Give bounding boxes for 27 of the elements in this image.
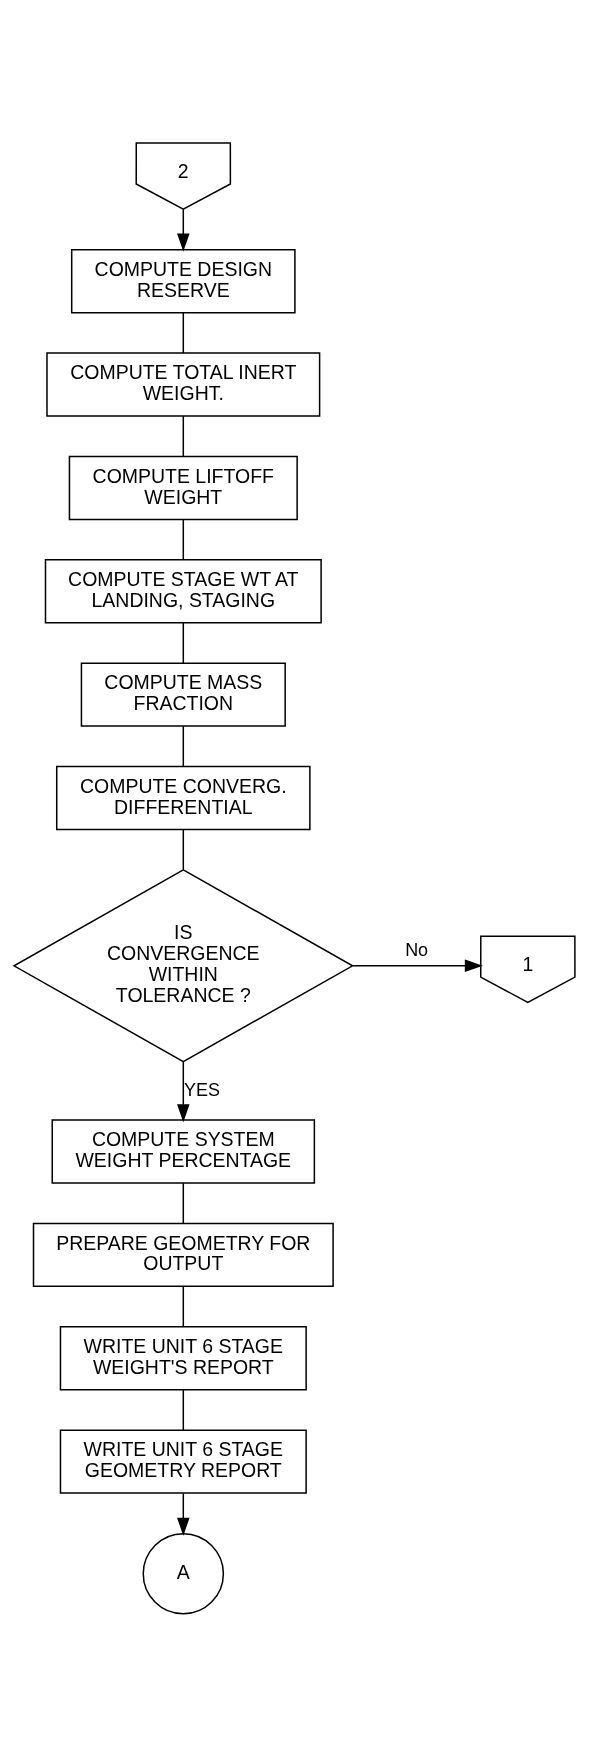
edge-label: No xyxy=(405,940,429,961)
connector xyxy=(182,829,185,871)
node-box: COMPUTE STAGE WT AT LANDING, STAGING xyxy=(44,559,322,624)
connector xyxy=(182,1285,185,1328)
connector xyxy=(182,725,185,768)
node-box: COMPUTE DESIGN RESERVE xyxy=(70,249,296,314)
edge-label: YES xyxy=(184,1079,221,1100)
node-circle: A xyxy=(142,1532,225,1615)
connector xyxy=(182,622,185,664)
node-box: WRITE UNIT 6 STAGE GEOMETRY REPORT xyxy=(59,1429,307,1494)
node-box: PREPARE GEOMETRY FOR OUTPUT xyxy=(32,1222,334,1288)
connector xyxy=(182,1389,185,1431)
arrow xyxy=(177,1492,190,1536)
node-diamond: IS CONVERGENCE WITHIN TOLERANCE ? xyxy=(12,869,355,1063)
connector xyxy=(182,518,185,561)
connector xyxy=(182,312,185,354)
connector xyxy=(182,415,185,458)
node-box: WRITE UNIT 6 STAGE WEIGHT'S REPORT xyxy=(59,1326,307,1391)
node-box: COMPUTE CONVERG. DIFFERENTIAL xyxy=(55,765,311,831)
node-box: COMPUTE MASS FRACTION xyxy=(80,662,286,727)
connector xyxy=(182,1182,185,1225)
arrow xyxy=(177,208,190,252)
arrow xyxy=(352,959,483,973)
node-box: COMPUTE SYSTEM WEIGHT PERCENTAGE xyxy=(51,1119,316,1184)
arrow xyxy=(177,1061,190,1123)
node-box: COMPUTE TOTAL INERT WEIGHT. xyxy=(46,352,321,417)
node-box: COMPUTE LIFTOFF WEIGHT xyxy=(68,455,298,521)
